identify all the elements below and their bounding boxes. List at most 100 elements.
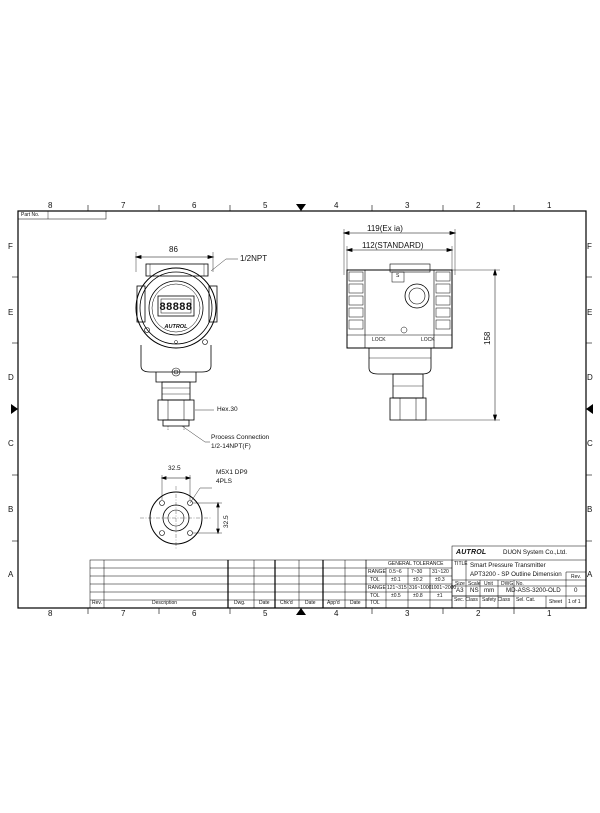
rev-value: 0: [574, 587, 578, 594]
dwg-no-value: MD-ASS-3200-OLD: [506, 587, 561, 594]
zone-left-a: A: [8, 570, 14, 579]
scale-label: Scale: [468, 581, 481, 587]
lcd-digits: 88888: [159, 301, 192, 313]
sel-cat-label: Sel. Cat.: [516, 597, 536, 603]
zone-bottom-2: 2: [476, 609, 481, 618]
zone-top-1: 1: [547, 201, 552, 210]
general-tolerance: GENERAL TOLERANCE: [388, 561, 444, 567]
zone-left-e: E: [8, 308, 14, 317]
rev-header-appd: App'd: [327, 600, 340, 606]
process-connection-thread: 1/2-14NPT(F): [211, 443, 251, 450]
hex-label: Hex.30: [217, 406, 238, 413]
zone-top-2: 2: [476, 201, 481, 210]
zone-right-e: E: [587, 308, 593, 317]
size-value: A3: [456, 587, 464, 594]
lock-right-label: LOCK: [421, 337, 435, 343]
safety-class-label: Safety Class: [482, 597, 511, 603]
scale-value: NS: [470, 587, 479, 594]
sheet-value: 1 of 1: [568, 599, 581, 605]
tol-value-b-0: ±0.5: [391, 593, 401, 599]
zone-right-f: F: [587, 242, 592, 251]
zone-right-b: B: [587, 505, 593, 514]
zone-left-b: B: [8, 505, 14, 514]
dim-width-86: 86: [169, 245, 178, 254]
company-logo: AUTROL: [456, 549, 487, 556]
centering-arrows: [11, 204, 593, 615]
zone-bottom-4: 4: [334, 609, 339, 618]
zone-top-4: 4: [334, 201, 339, 210]
tol-value-b-2: ±1: [437, 593, 443, 599]
unit-value: mm: [484, 587, 495, 594]
rev-header-chkd: Chk'd: [280, 600, 293, 606]
zone-right-d: D: [587, 373, 593, 382]
zone-right-c: C: [587, 439, 593, 448]
zone-bottom-1: 1: [547, 609, 552, 618]
inner-frame: [17, 210, 587, 609]
process-connection-label: Process Connection: [211, 434, 270, 441]
flange-view: [140, 475, 222, 550]
tol-range-label-b: RANGE: [368, 585, 386, 591]
dwg-no-label: DWG. No.: [501, 581, 524, 587]
zone-bottom-8: 8: [48, 609, 53, 618]
zone-bottom-3: 3: [405, 609, 410, 618]
tol-value-a-1: ±0.2: [413, 577, 423, 583]
title-block: [89, 545, 587, 609]
rev-header-date-2: Date: [305, 600, 316, 606]
rev-header-description: Description: [152, 600, 178, 606]
front-view: [134, 252, 238, 443]
sheet-label: Sheet: [549, 599, 563, 605]
tol-label-a: TOL: [370, 577, 380, 583]
part-no-label: Part No.: [21, 212, 40, 218]
zone-top-7: 7: [121, 201, 126, 210]
front-logo: AUTROL: [164, 324, 189, 330]
zone-left-c: C: [8, 439, 14, 448]
zone-left-f: F: [8, 242, 13, 251]
dim-width-exia: 119(Ex ia): [367, 224, 403, 233]
conduit-label: 1/2NPT: [240, 254, 268, 263]
tol-label-b: TOL: [370, 593, 380, 599]
zone-top-8: 8: [48, 201, 53, 210]
company-name: DUON System Co.,Ltd.: [503, 549, 567, 556]
dim-flange-horizontal: 32.5: [168, 465, 181, 472]
dim-flange-vertical: 32.5: [223, 515, 230, 528]
zone-top-3: 3: [405, 201, 410, 210]
zone-bottom-6: 6: [192, 609, 197, 618]
unit-label: Unit: [484, 581, 493, 587]
thread-spec-label: M5X1 DP9: [216, 469, 248, 476]
zone-bottom-5: 5: [263, 609, 268, 618]
side-s-label: S: [396, 273, 400, 279]
thread-count-label: 4PLS: [216, 478, 232, 485]
rev-header-date-1: Date: [259, 600, 270, 606]
dim-width-standard: 112(STANDARD): [362, 241, 424, 250]
tol-range-a-1: 7~30: [411, 569, 423, 575]
tol-range-b-2: 1001~2000: [431, 585, 457, 591]
side-view: [342, 229, 500, 422]
zone-top-6: 6: [192, 201, 197, 210]
tol-footer-tol: TOL: [370, 600, 380, 606]
tol-range-label-a: RANGE: [368, 569, 386, 575]
rev-header-date-3: Date: [350, 600, 361, 606]
title-line-1: Smart Pressure Transmitter: [470, 562, 546, 569]
zone-left-d: D: [8, 373, 14, 382]
tol-range-a-2: 31~120: [432, 569, 449, 575]
rev-header-dwg: Dwg.: [234, 600, 246, 606]
zone-right-a: A: [587, 570, 593, 579]
size-label: Size: [455, 581, 465, 587]
lock-left-label: LOCK: [372, 337, 386, 343]
tol-value-a-0: ±0.1: [391, 577, 401, 583]
zone-bottom-7: 7: [121, 609, 126, 618]
tol-range-b-1: 316~1000: [409, 585, 432, 591]
tol-range-b-0: 121~315: [387, 585, 407, 591]
rev-header-rev: Rev.: [92, 600, 102, 606]
tol-value-a-2: ±0.3: [435, 577, 445, 583]
tol-range-a-0: 0.5~6: [389, 569, 402, 575]
dim-height-158: 158: [483, 331, 492, 345]
sec-class-label: Sec. Class: [454, 597, 478, 603]
title-label: TITLE: [454, 561, 468, 567]
rev-label-right: Rev.: [571, 574, 581, 580]
zone-top-5: 5: [263, 201, 268, 210]
tol-value-b-1: ±0.8: [413, 593, 423, 599]
title-line-2: APT3200 - SP Outline Dimension: [470, 571, 562, 578]
